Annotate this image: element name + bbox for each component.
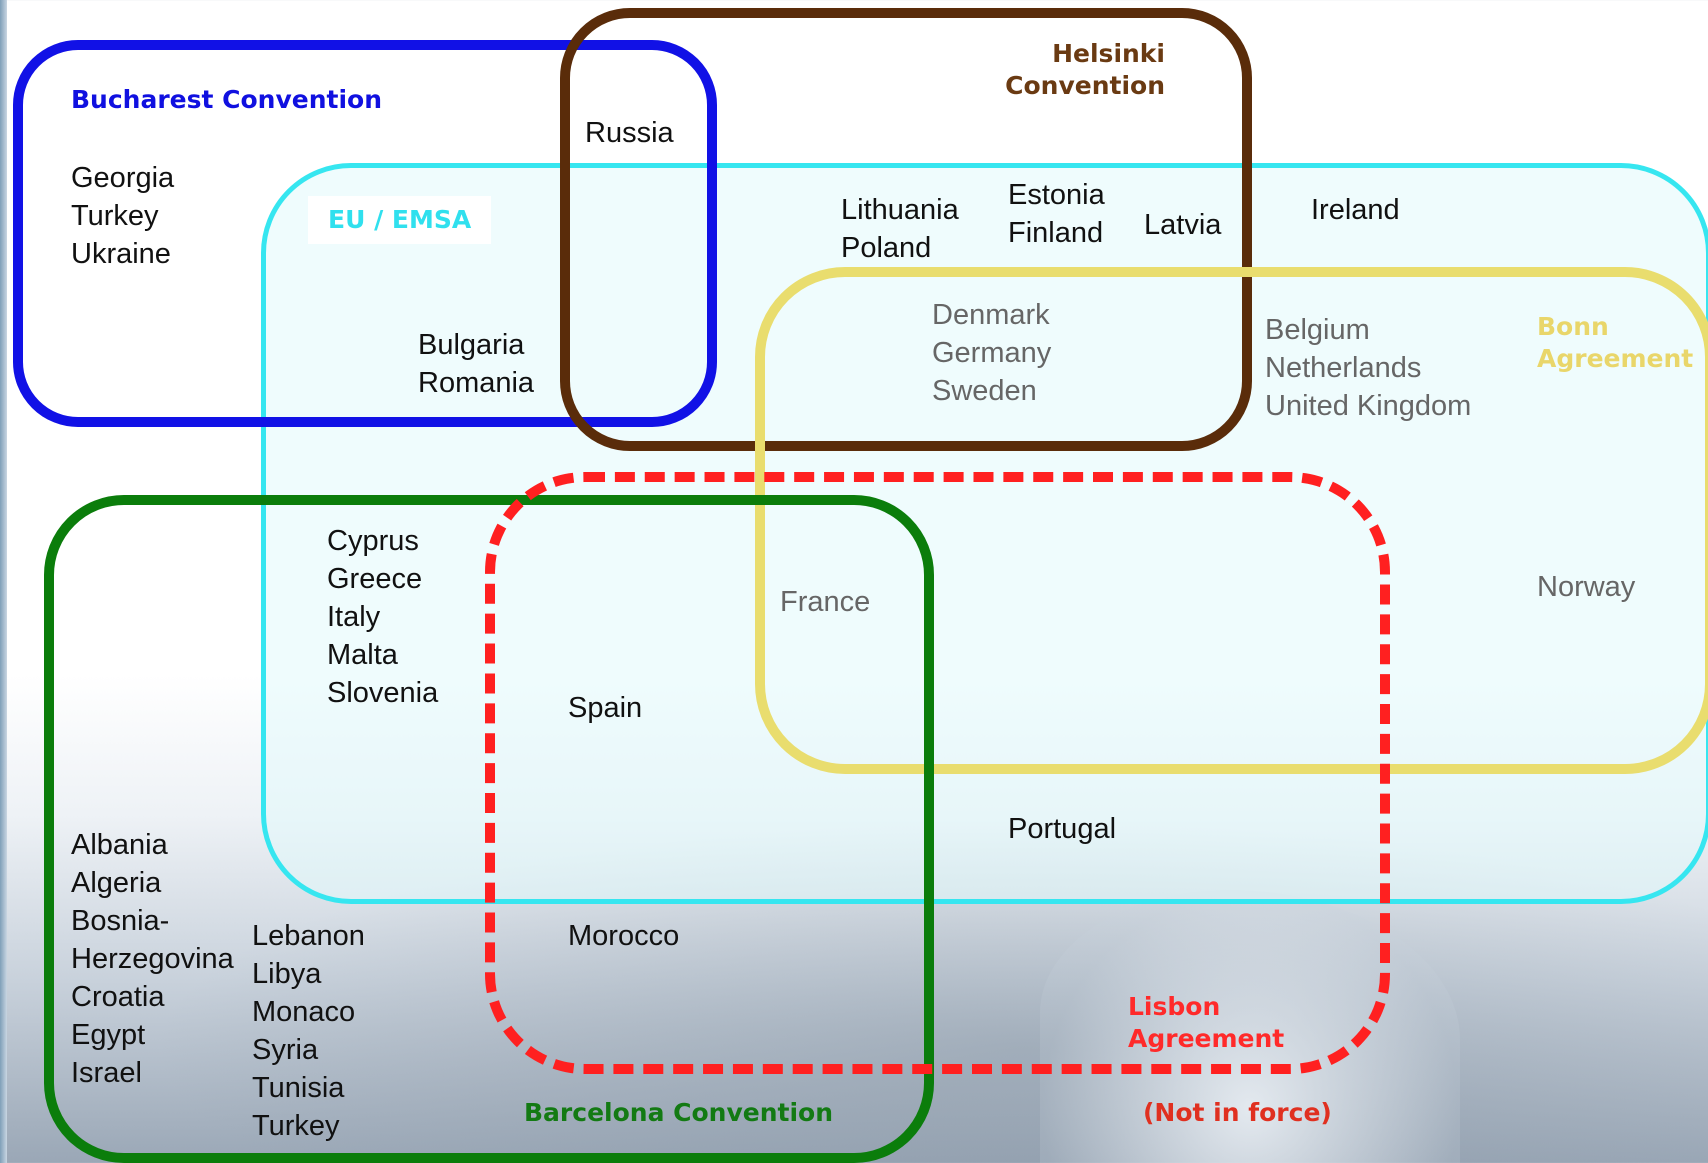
morocco-label: Morocco [568, 920, 680, 952]
spain-label: Spain [568, 692, 643, 724]
barcelona-countries-column-2: Lebanon Libya Monaco Syria Tunisia Turke… [252, 920, 365, 1142]
barcelona-convention-region [44, 495, 934, 1163]
bonn-agreement-region [755, 267, 1708, 774]
latvia-label: Latvia [1144, 209, 1222, 241]
background-iceberg [1040, 890, 1460, 1163]
barcelona-countries-column-1: Albania Algeria Bosnia- Herzegovina Croa… [71, 829, 234, 1089]
estonia-finland-countries: Estonia Finland [1008, 179, 1105, 249]
bucharest-convention-label: Bucharest Convention [71, 85, 383, 114]
barcelona-convention-label: Barcelona Convention [524, 1098, 834, 1127]
portugal-label: Portugal [1008, 813, 1117, 845]
bulgaria-romania-countries: Bulgaria Romania [418, 329, 535, 399]
lisbon-agreement-region [485, 472, 1390, 1074]
not-in-force-label: (Not in force) [1143, 1098, 1332, 1127]
lisbon-agreement-label: Lisbon Agreement [1128, 992, 1285, 1053]
russia-label: Russia [585, 117, 674, 149]
eu-emsa-label: EU / EMSA [308, 196, 492, 244]
belgium-netherlands-uk-countries: Belgium Netherlands United Kingdom [1265, 314, 1472, 422]
norway-label: Norway [1537, 571, 1636, 603]
bucharest-only-countries: Georgia Turkey Ukraine [71, 162, 175, 270]
denmark-germany-sweden-countries: Denmark Germany Sweden [932, 299, 1052, 407]
helsinki-convention-region [560, 8, 1252, 451]
lithuania-poland-countries: Lithuania Poland [841, 194, 959, 264]
france-label: France [780, 586, 871, 618]
mediterranean-eu-countries: Cyprus Greece Italy Malta Slovenia [327, 525, 439, 709]
helsinki-convention-label: Helsinki Convention [1005, 39, 1165, 100]
ireland-label: Ireland [1311, 194, 1400, 226]
left-edge-strip [0, 0, 7, 1163]
bucharest-convention-region [13, 40, 717, 427]
bonn-agreement-label: Bonn Agreement [1537, 312, 1694, 373]
